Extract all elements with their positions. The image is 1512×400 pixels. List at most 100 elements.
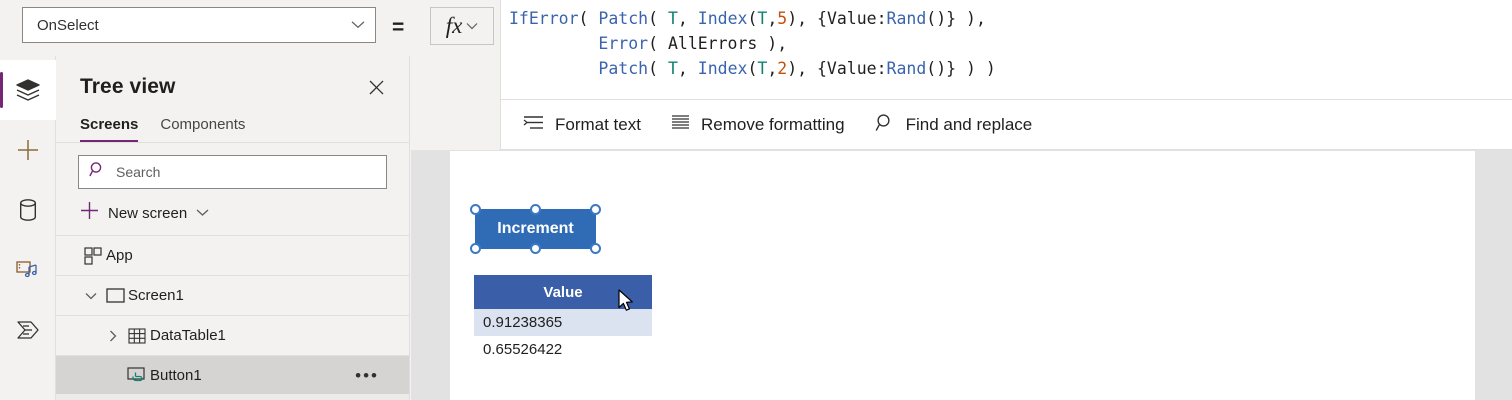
tree-item-datatable1[interactable]: DataTable1 bbox=[56, 316, 409, 356]
tree-item-more-button[interactable]: ••• bbox=[355, 365, 379, 385]
chevron-down-icon bbox=[466, 17, 478, 35]
find-and-replace-button[interactable]: Find and replace bbox=[875, 113, 1033, 137]
property-select-value: OnSelect bbox=[37, 16, 99, 34]
left-icon-rail bbox=[0, 0, 56, 400]
formula-token: ), {Value: bbox=[787, 9, 887, 28]
button-icon bbox=[124, 366, 150, 385]
plus-icon bbox=[16, 138, 40, 162]
search-placeholder: Search bbox=[116, 164, 161, 180]
data-table-column-header[interactable]: Value bbox=[474, 275, 652, 309]
equals-sign: = bbox=[392, 16, 405, 39]
fx-button[interactable]: fx bbox=[430, 7, 494, 45]
chevron-right-icon[interactable] bbox=[102, 330, 124, 342]
increment-button[interactable]: Increment bbox=[475, 209, 596, 249]
tree-view-tabs: Screens Components bbox=[56, 112, 409, 143]
formula-token: ()} ) ) bbox=[926, 59, 996, 78]
formula-token: Rand bbox=[886, 9, 927, 28]
formula-token: T bbox=[667, 9, 678, 28]
formula-token: , bbox=[677, 59, 698, 78]
search-container: Search bbox=[56, 143, 409, 195]
formula-token: ( AllErrors ), bbox=[648, 34, 788, 53]
resize-handle-bottom-left[interactable] bbox=[470, 243, 481, 254]
tab-screens[interactable]: Screens bbox=[80, 112, 139, 142]
tree-panel-scrollbar[interactable] bbox=[56, 394, 409, 400]
formula-token: , bbox=[767, 9, 778, 28]
search-input[interactable]: Search bbox=[78, 155, 387, 189]
format-text-button[interactable]: Format text bbox=[523, 114, 641, 136]
tree-item-app[interactable]: App bbox=[56, 236, 409, 276]
new-screen-button[interactable]: New screen bbox=[56, 195, 409, 236]
table-icon bbox=[124, 327, 150, 344]
formula-token: Patch bbox=[598, 9, 649, 28]
fx-label: fx bbox=[445, 13, 463, 38]
layers-icon bbox=[15, 78, 41, 102]
power-automate-button[interactable] bbox=[0, 300, 56, 360]
tree-item-label: App bbox=[106, 247, 133, 264]
search-icon bbox=[89, 161, 106, 183]
formula-token: ( bbox=[747, 9, 758, 28]
tree-item-screen1[interactable]: Screen1 bbox=[56, 276, 409, 316]
search-icon bbox=[875, 113, 895, 137]
formula-token: ( bbox=[578, 9, 599, 28]
formula-token: ( bbox=[747, 59, 758, 78]
format-text-icon bbox=[523, 114, 544, 136]
plus-icon bbox=[80, 201, 99, 225]
tree-item-button1[interactable]: Button1 ••• bbox=[56, 356, 409, 396]
tree-item-label: DataTable1 bbox=[150, 327, 226, 344]
formula-token: T bbox=[757, 59, 768, 78]
property-select[interactable]: OnSelect bbox=[22, 7, 376, 43]
remove-formatting-label: Remove formatting bbox=[700, 114, 845, 134]
formula-token bbox=[509, 34, 598, 53]
resize-handle-top-center[interactable] bbox=[530, 204, 541, 215]
formula-token: IfError bbox=[509, 9, 579, 28]
resize-handle-bottom-center[interactable] bbox=[530, 243, 541, 254]
formula-token bbox=[509, 59, 598, 78]
database-icon bbox=[18, 198, 38, 222]
tree-view-header: Tree view bbox=[56, 56, 409, 112]
app-icon bbox=[80, 246, 106, 265]
new-screen-label: New screen bbox=[108, 204, 188, 222]
formula-editor[interactable]: IfError( Patch( T, Index(T,5), {Value:Ra… bbox=[500, 0, 1512, 100]
formula-token: ()} ), bbox=[926, 9, 986, 28]
media-button[interactable] bbox=[0, 240, 56, 300]
data-table[interactable]: Value 0.91238365 0.65526422 bbox=[474, 275, 652, 363]
formula-token: , bbox=[677, 9, 698, 28]
tab-components[interactable]: Components bbox=[160, 116, 246, 133]
tree-view-button[interactable] bbox=[0, 60, 56, 120]
formula-token: Index bbox=[697, 59, 748, 78]
data-table-row[interactable]: 0.91238365 bbox=[474, 309, 652, 336]
formula-token: 5 bbox=[777, 9, 788, 28]
remove-formatting-button[interactable]: Remove formatting bbox=[671, 114, 845, 136]
formula-token: Index bbox=[697, 9, 748, 28]
panel-title: Tree view bbox=[80, 75, 176, 98]
tree-item-label: Button1 bbox=[150, 367, 202, 384]
tree-item-list: App Screen1 bbox=[56, 236, 409, 396]
insert-button[interactable] bbox=[0, 120, 56, 180]
screen-icon bbox=[102, 288, 128, 303]
remove-formatting-icon bbox=[671, 114, 690, 136]
data-button[interactable] bbox=[0, 180, 56, 240]
formula-line: Patch( T, Index(T,2), {Value:Rand()} ) ) bbox=[509, 56, 1512, 81]
formula-token: T bbox=[757, 9, 768, 28]
chevron-down-icon bbox=[196, 204, 209, 222]
formula-token: , bbox=[767, 59, 778, 78]
formula-token: ( bbox=[648, 9, 668, 28]
formula-token: T bbox=[667, 59, 678, 78]
tree-item-label: Screen1 bbox=[128, 287, 184, 304]
formula-token: Rand bbox=[886, 59, 927, 78]
data-table-row[interactable]: 0.65526422 bbox=[483, 341, 563, 358]
close-panel-button[interactable] bbox=[361, 72, 391, 102]
formula-line: IfError( Patch( T, Index(T,5), {Value:Ra… bbox=[509, 6, 1512, 31]
find-and-replace-label: Find and replace bbox=[905, 114, 1033, 134]
resize-handle-bottom-right[interactable] bbox=[590, 243, 601, 254]
formula-token: Error bbox=[598, 34, 649, 53]
resize-handle-top-right[interactable] bbox=[590, 204, 601, 215]
formula-token: Patch bbox=[598, 59, 649, 78]
format-text-label: Format text bbox=[555, 114, 641, 134]
chevron-down-icon[interactable] bbox=[80, 292, 102, 300]
resize-handle-top-left[interactable] bbox=[470, 204, 481, 215]
power-automate-icon bbox=[15, 319, 41, 341]
chevron-down-icon bbox=[351, 16, 365, 34]
app-canvas[interactable]: Increment Value 0.91238365 0.65526422 bbox=[450, 151, 1475, 400]
